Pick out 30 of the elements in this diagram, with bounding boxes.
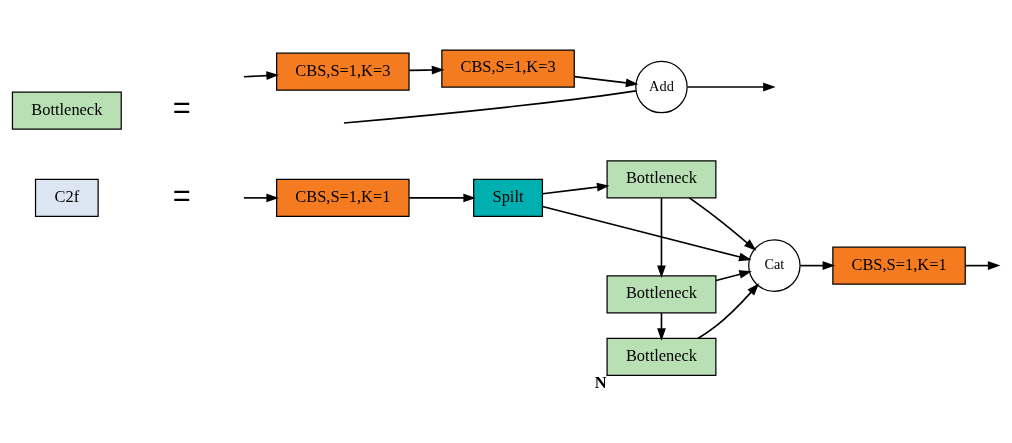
node-box: CBS,S=1,K=1 [276, 178, 410, 217]
connector [343, 89, 637, 124]
arrow [715, 269, 752, 281]
node-box: CBS,S=1,K=1 [832, 246, 966, 285]
label: = [172, 89, 191, 125]
node-box: C2f [34, 178, 99, 217]
node-box: Bottleneck [606, 159, 717, 198]
node-box: Bottleneck [11, 91, 122, 130]
node-box: Bottleneck [606, 274, 717, 313]
arrow [243, 193, 279, 202]
arrow [408, 193, 476, 202]
arrow [688, 196, 757, 251]
node-box: CBS,S=1,K=3 [441, 49, 575, 88]
arrow [243, 70, 279, 80]
node-circle: Add [635, 60, 688, 113]
arrow [964, 260, 1001, 270]
node-box: Bottleneck [606, 337, 717, 376]
node-box: CBS,S=1,K=3 [276, 52, 410, 91]
node-box: Spilt [473, 178, 544, 217]
arrow [697, 282, 760, 339]
arrow [657, 196, 666, 278]
node-label: N [594, 372, 607, 392]
node-circle: Cat [748, 238, 801, 292]
arrow [573, 75, 639, 87]
arrow [686, 82, 776, 91]
arrow [541, 205, 752, 261]
label: = [172, 177, 191, 213]
arrow [541, 182, 610, 195]
arrow [408, 65, 445, 74]
arrow [799, 260, 836, 270]
